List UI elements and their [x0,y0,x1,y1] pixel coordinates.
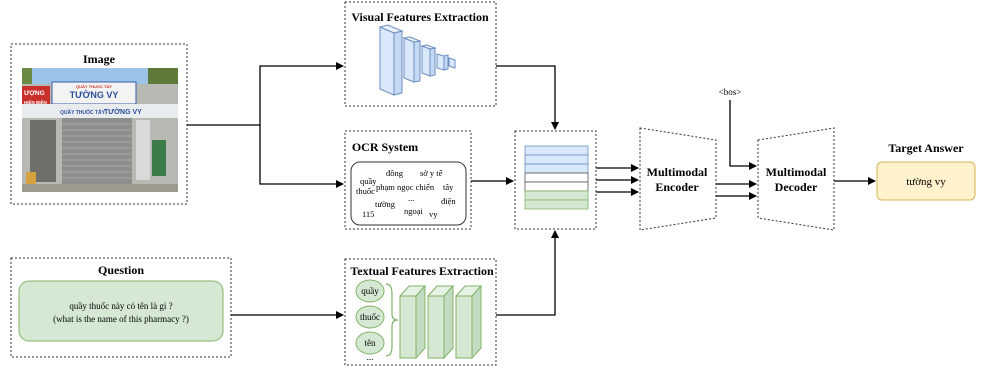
text-token-3: tên [365,338,376,348]
token-ellipses: quầy thuốc tên ... [355,279,385,362]
connectors [187,62,876,319]
ocr-box: OCR System đông sở y tế quầy thuốc phạm … [344,130,472,230]
photo-sign-left2: HIÊN BIÊN [24,98,47,105]
ocr-token-4: thuốc [356,186,375,196]
multimodal-decoder: Multimodal Decoder [757,127,835,231]
storefront-photo: ƯỢNG HIÊN BIÊN QUẦY THUỐC TÂY TƯỜNG VY Q… [22,68,178,192]
ocr-token-3: quầy [360,176,377,186]
encoder-label-2: Encoder [655,180,699,194]
multimodal-encoder: Multimodal Encoder [639,127,717,231]
question-title: Question [98,263,144,277]
answer-box [876,161,976,201]
text-token-1: quầy [361,286,379,296]
question-text-en: (what is the name of this pharmacy ?) [53,314,189,324]
cnn-blocks [378,24,456,96]
ocr-token-6: tây [443,182,454,192]
ocr-token-1: đông [386,168,404,178]
bos-token: <bos> [719,87,742,97]
visual-features-box: Visual Features Extraction [344,1,497,107]
ocr-title: OCR System [352,140,418,154]
encoder-label-1: Multimodal [647,165,708,179]
ocr-tokens-panel [350,161,467,226]
text-token-4: ... [367,352,374,362]
question-text-vi: quầy thuốc này có tên là gì ? [69,301,172,311]
ocr-token-12: vy [429,209,438,219]
ocr-token-10: 115 [362,209,374,219]
ocr-token-8: điện [441,196,456,206]
photo-sign-lower: QUẦY THUỐC TÂY [60,109,106,116]
feature-stack [514,130,597,230]
target-title: Target Answer [888,141,964,155]
question-box: Question quầy thuốc này có tên là gì ? (… [10,257,232,358]
textual-features-box: Textual Features Extraction quầy thuốc t… [344,258,497,366]
photo-sign-top: QUẦY THUỐC TÂY [76,84,112,89]
decoder-label-2: Decoder [775,180,818,194]
photo-sign-left: ƯỢNG [24,90,45,97]
textual-features-title: Textual Features Extraction [350,264,494,278]
photo-sign-lower-main: TƯỜNG VY [104,107,142,116]
target-answer: Target Answer tường vy [876,141,976,201]
image-box: Image ƯỢNG HIÊN BIÊN QUẦY THUỐC TÂY TƯỜN… [10,43,188,205]
decoder-label-1: Multimodal [766,165,827,179]
answer-text: tường vy [906,176,946,188]
text-token-2: thuốc [360,312,380,322]
question-bubble [18,280,224,342]
visual-features-title: Visual Features Extraction [351,10,489,24]
ocr-token-7: ... [408,193,414,203]
image-box-title: Image [83,52,116,66]
ocr-token-9: tường [375,199,396,209]
brace [385,283,399,357]
ocr-token-11: ngoại [404,206,424,216]
photo-sign-main: TƯỜNG VY [70,89,119,100]
ocr-token-5: phạm ngọc chiến [376,182,435,192]
text-encoder-blocks [398,284,483,360]
ocr-token-2: sở y tế [420,168,443,178]
